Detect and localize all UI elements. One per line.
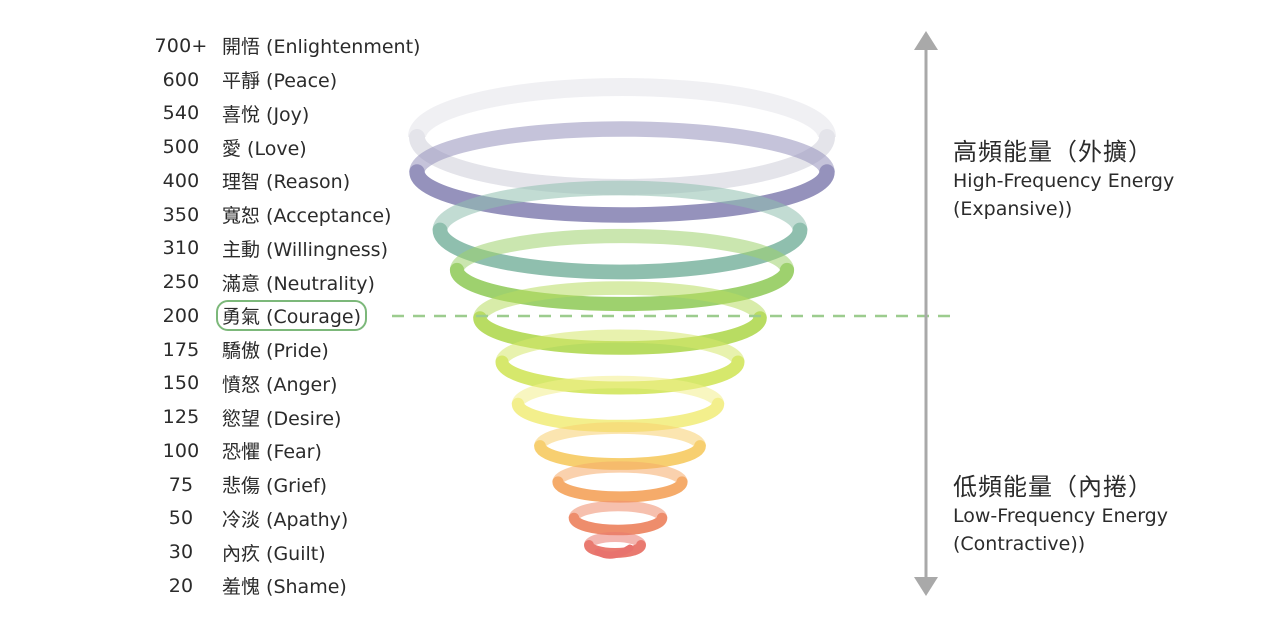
scale-label: 理智 (Reason) [222, 171, 351, 194]
spiral-ribbon-front [432, 222, 808, 280]
scale-label: 憤怒 (Anger) [222, 373, 338, 396]
spiral-funnel [408, 78, 836, 559]
high-frequency-title: 高頻能量（外擴） [953, 138, 1153, 166]
low-frequency-caption: 低頻能量（內捲） Low-Frequency Energy (Contracti… [953, 467, 1168, 558]
spiral-ribbon-front [552, 476, 688, 503]
scale-value: 540 [162, 102, 200, 125]
scale-row: 500 愛 (Love) [150, 130, 450, 164]
spiral-ribbon-front [534, 440, 706, 470]
scale-value: 125 [162, 406, 200, 429]
scale-value: 350 [162, 203, 200, 226]
spiral-ribbon-back [552, 461, 688, 484]
scale-row: 175 驕傲 (Pride) [150, 333, 450, 367]
scale-row: 100 恐懼 (Fear) [150, 434, 450, 468]
scale-value: 150 [162, 372, 200, 395]
spiral-ribbon-front [568, 512, 668, 536]
scale-row: 150 憤怒 (Anger) [150, 367, 450, 401]
spiral-ribbon-back [495, 329, 745, 364]
scale-row: 50 冷淡 (Apathy) [150, 502, 450, 536]
low-frequency-title: 低頻能量（內捲） [953, 473, 1153, 501]
scale-row: 350 寬恕 (Acceptance) [150, 198, 450, 232]
spiral-ribbon-front [409, 164, 835, 223]
scale-label-highlighted: 勇氣 (Courage) [216, 300, 368, 332]
scale-value: 250 [162, 271, 200, 294]
scale-label: 冷淡 (Apathy) [222, 508, 349, 531]
scale-value: 400 [162, 169, 200, 192]
spiral-ribbon-front [449, 262, 795, 312]
scale-value: 310 [162, 237, 200, 260]
spiral-ribbon-back [511, 375, 725, 406]
scale-value: 75 [168, 473, 194, 496]
scale-label: 悲傷 (Grief) [222, 475, 328, 498]
scale-value: 20 [168, 574, 194, 597]
scale-label: 開悟 (Enlightenment) [222, 36, 421, 59]
arrow-up-icon [914, 31, 938, 50]
consciousness-scale-list: 700+ 開悟 (Enlightenment) 600 平靜 (Peace) 540 喜悅… [150, 29, 450, 603]
scale-row: 20 羞愧 (Shame) [150, 569, 450, 603]
scale-value: 700+ [154, 34, 208, 57]
scale-label: 慾望 (Desire) [222, 407, 342, 430]
scale-row: 600 平靜 (Peace) [150, 63, 450, 97]
spiral-ribbon-back [432, 180, 808, 231]
scale-label: 羞愧 (Shame) [222, 576, 347, 599]
scale-row: 30 內疚 (Guilt) [150, 535, 450, 569]
low-frequency-subtitle-line2: (Contractive)) [953, 533, 1086, 555]
scale-value: 200 [162, 304, 200, 327]
spiral-ribbon-back [473, 281, 767, 320]
low-frequency-subtitle-line1: Low-Frequency Energy [953, 505, 1168, 527]
spiral-ribbon-back [534, 422, 706, 448]
scale-value: 175 [162, 338, 200, 361]
scale-value: 100 [162, 439, 200, 462]
high-frequency-caption: 高頻能量（外擴） High-Frequency Energy (Expansiv… [953, 132, 1174, 223]
scale-row: 125 慾望 (Desire) [150, 400, 450, 434]
spiral-ribbon-back [449, 228, 795, 272]
scale-value: 600 [162, 68, 200, 91]
scale-value: 500 [162, 136, 200, 159]
scale-label: 平靜 (Peace) [222, 70, 338, 93]
scale-label: 內疚 (Guilt) [222, 542, 326, 565]
high-frequency-subtitle-line1: High-Frequency Energy [953, 170, 1175, 192]
scale-label: 驕傲 (Pride) [222, 340, 329, 363]
spiral-ribbon-back [568, 500, 668, 520]
scale-row: 200 勇氣 (Courage) [150, 299, 450, 333]
scale-label: 喜悅 (Joy) [222, 103, 310, 126]
scale-row: 250 滿意 (Neutrality) [150, 265, 450, 299]
scale-row: 540 喜悅 (Joy) [150, 97, 450, 131]
scale-row: 700+ 開悟 (Enlightenment) [150, 29, 450, 63]
frequency-arrow [914, 31, 938, 596]
scale-label: 恐懼 (Fear) [222, 441, 322, 464]
scale-row: 75 悲傷 (Grief) [150, 468, 450, 502]
arrow-down-icon [914, 577, 938, 596]
spiral-ribbon-back [408, 78, 836, 138]
high-frequency-subtitle-line2: (Expansive)) [953, 198, 1073, 220]
spiral-ribbon-back [584, 532, 646, 547]
spiral-ribbon-front [473, 311, 767, 355]
scale-row: 310 主動 (Willingness) [150, 232, 450, 266]
scale-label: 滿意 (Neutrality) [222, 272, 375, 295]
scale-label: 主動 (Willingness) [222, 238, 388, 261]
scale-value: 30 [168, 541, 194, 564]
spiral-ribbon-back [409, 121, 835, 173]
spiral-tip [594, 544, 634, 559]
scale-row: 400 理智 (Reason) [150, 164, 450, 198]
scale-label: 愛 (Love) [222, 137, 307, 160]
scale-label: 寬恕 (Acceptance) [222, 205, 392, 228]
scale-value: 50 [168, 507, 194, 530]
